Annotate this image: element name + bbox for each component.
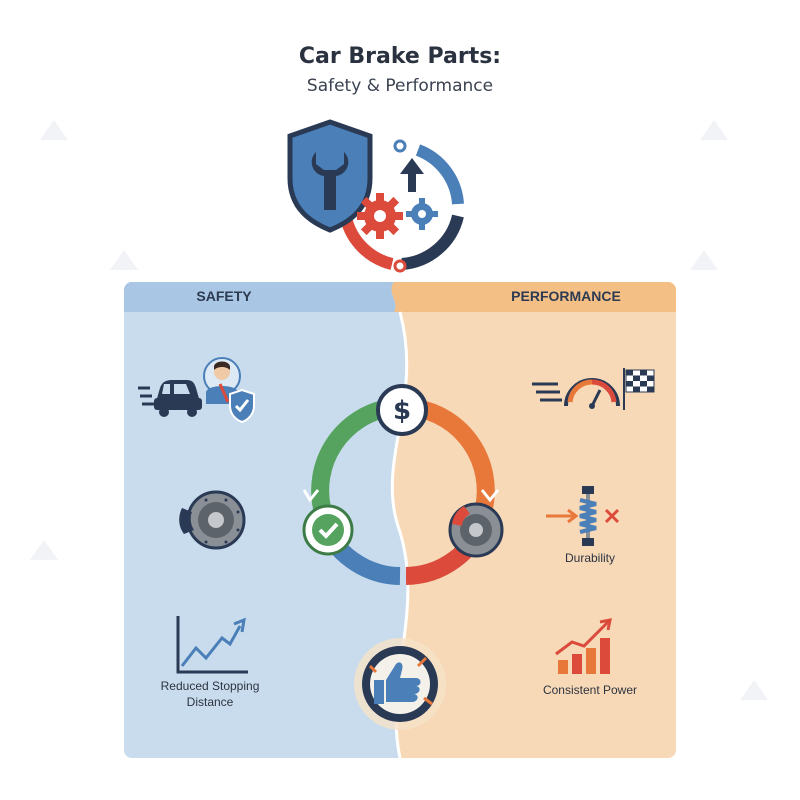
dollar-icon: $ <box>376 384 428 436</box>
background-triangle <box>40 120 68 140</box>
page-title: Car Brake Parts: <box>298 44 502 69</box>
performance-header-bg <box>391 282 676 312</box>
safety-header: SAFETY <box>196 288 252 304</box>
shock-absorber-icon <box>546 486 620 546</box>
bar-chart-up-icon <box>555 618 612 674</box>
background-triangle <box>30 540 58 560</box>
background-triangle <box>700 120 728 140</box>
safety-header-bg <box>124 282 396 312</box>
reduced-stopping-distance-label: Reduced Stopping Distance <box>160 679 260 709</box>
speedometer-flag-icon <box>532 368 655 410</box>
background-triangle <box>110 250 138 270</box>
checkmark-icon <box>302 504 354 556</box>
shield-wrench-gears-icon <box>287 119 464 273</box>
brake-disc-icon <box>448 502 504 558</box>
background-triangle <box>690 250 718 270</box>
comparison-panel <box>124 282 676 758</box>
durability-label: Durability <box>564 551 615 565</box>
car-driver-shield-icon <box>138 357 255 424</box>
page-subtitle: Safety & Performance <box>306 76 494 96</box>
center-cycle: $ <box>302 384 504 585</box>
brake-disc-caliper-icon <box>179 490 246 550</box>
background-triangle <box>740 680 768 700</box>
thumbs-up-icon <box>354 638 446 730</box>
svg-text:$: $ <box>393 396 411 426</box>
consistent-power-label: Consistent Power <box>542 683 638 697</box>
line-chart-up-icon <box>176 616 248 674</box>
performance-header: PERFORMANCE <box>511 288 621 304</box>
